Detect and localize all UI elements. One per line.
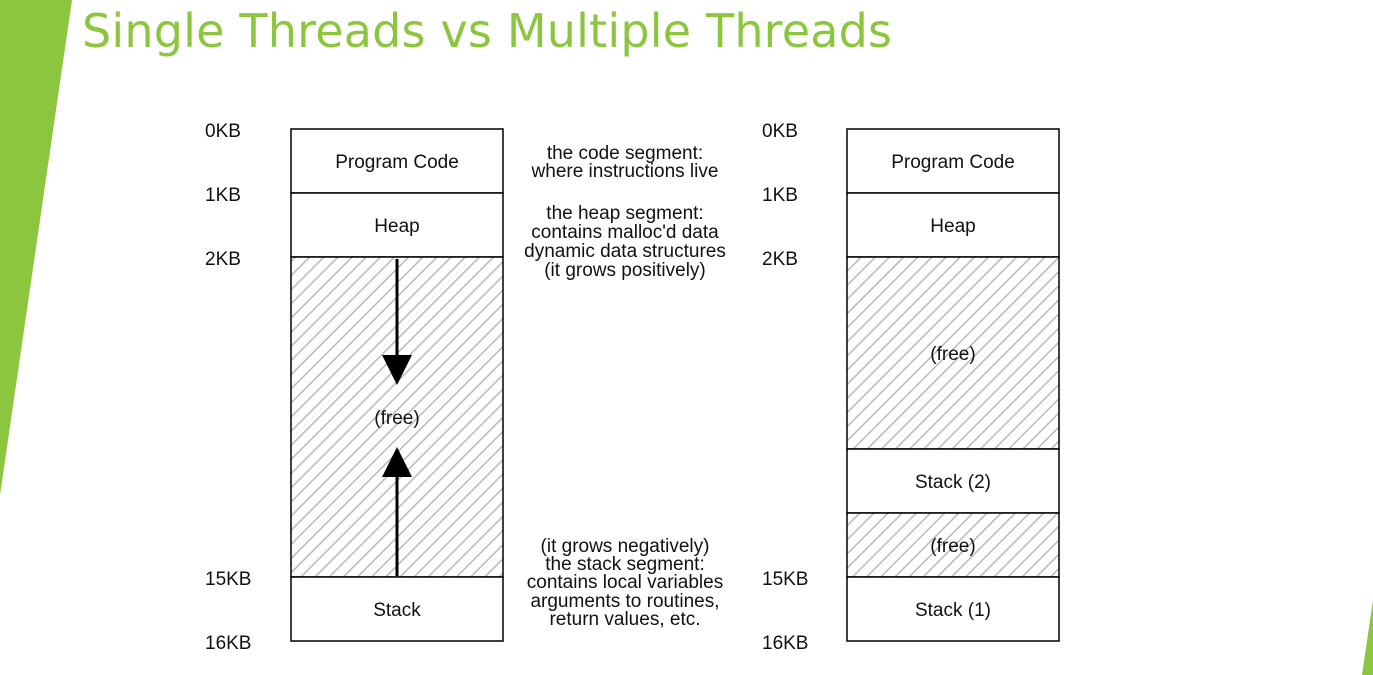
multi-addr-0kb: 0KB [762,121,798,142]
annotation-heap-line-2: contains malloc'd data [531,222,719,243]
single-free-label: (free) [374,408,419,429]
multi-stack-2-segment [846,448,1060,514]
annotation-stack-line-4: arguments to routines, [530,591,719,612]
annotation-stack-line-5: return values, etc. [549,609,700,630]
annotation-stack-line-1: (it grows negatively) [541,536,710,557]
multi-stack-1-label: Stack (1) [915,600,991,621]
multi-addr-15kb: 15KB [762,569,808,590]
multi-heap-segment [846,192,1060,258]
annotation-heap-line-1: the heap segment: [546,203,703,224]
multi-free-upper-label: (free) [930,344,975,365]
single-heap-label: Heap [374,216,419,237]
multi-program-code-label: Program Code [891,152,1015,173]
multi-addr-16kb: 16KB [762,633,808,654]
annotation-stack-line-3: contains local variables [527,572,723,593]
annotation-code-line-2: where instructions live [531,161,719,182]
single-addr-0kb: 0KB [205,121,241,142]
single-addr-15kb: 15KB [205,569,251,590]
single-program-code-label: Program Code [335,152,459,173]
multi-stack-2-label: Stack (2) [915,472,991,493]
annotation-heap-line-3: dynamic data structures [524,241,726,262]
single-heap-segment [290,192,504,258]
multi-heap-label: Heap [930,216,975,237]
single-program-code-segment [290,128,504,194]
single-addr-2kb: 2KB [205,249,241,270]
multi-addr-2kb: 2KB [762,249,798,270]
accent-strip-right [1362,600,1373,675]
multi-free-lower-label: (free) [930,536,975,557]
annotation-code-line-1: the code segment: [547,143,703,164]
multi-stack-1-segment [846,576,1060,642]
single-stack-segment [290,576,504,642]
single-addr-1kb: 1KB [205,185,241,206]
multi-free-region-lower [846,512,1060,578]
segment-annotations: the code segment: where instructions liv… [524,143,726,630]
annotation-heap-line-4: (it grows positively) [544,260,706,281]
multi-thread-address-space: Program Code Heap (free) Stack (2) (free… [762,121,1060,654]
multi-addr-1kb: 1KB [762,185,798,206]
single-thread-address-space: Program Code Heap (free) Stack 0KB 1KB 2… [205,121,504,654]
annotation-stack-line-2: the stack segment: [545,554,704,575]
accent-strip-left [0,0,72,495]
single-addr-16kb: 16KB [205,633,251,654]
slide-title: Single Threads vs Multiple Threads [82,4,893,58]
single-stack-label: Stack [373,600,421,621]
